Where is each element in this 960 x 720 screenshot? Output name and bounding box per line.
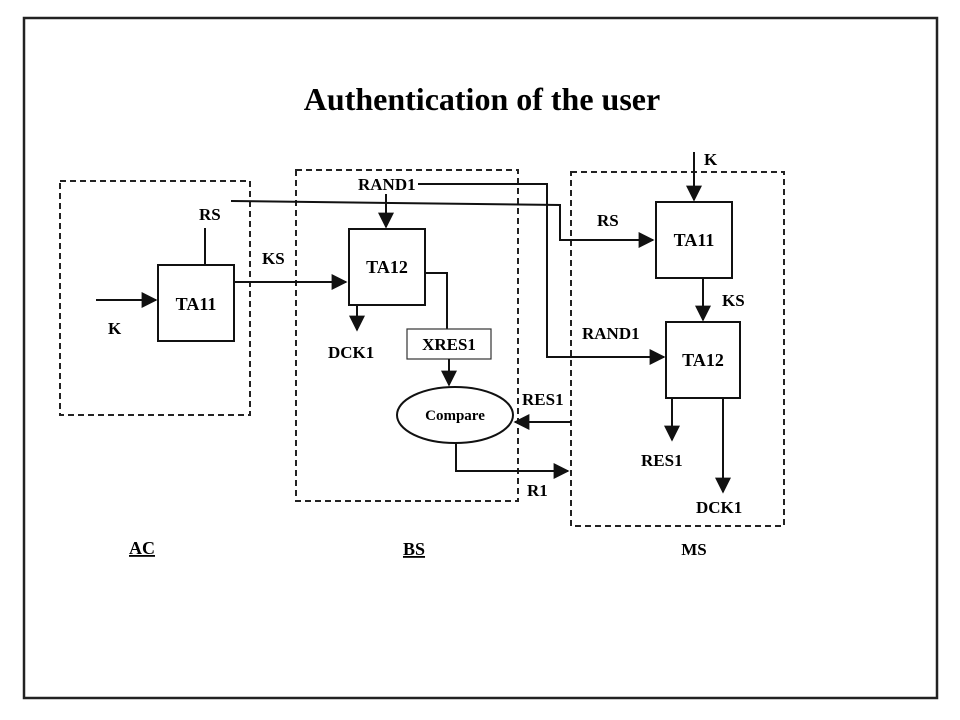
ms-ks-label: KS [722,291,745,310]
ta12-to-xres-line [425,272,448,329]
ms-rs-label: RS [597,211,619,230]
slide-frame [22,16,939,700]
r1-label: R1 [527,481,548,500]
r1-arrow [455,443,570,479]
ms-group-border [570,171,785,527]
bs-rand1-label: RAND1 [358,175,416,194]
bs-ta12-block [348,228,426,306]
section-ms-label: MS [681,540,707,559]
ms-ta12-label: TA12 [682,350,724,370]
ms-ta11-label: TA11 [674,230,715,250]
bs-ta12-label: TA12 [366,257,408,277]
rand1-line [418,183,666,365]
bs-res1-label: RES1 [522,390,564,409]
rs-line [230,200,655,248]
ac-k-label: K [108,319,122,338]
ac-ta11-label: TA11 [176,294,217,314]
xres1-label: XRES1 [422,335,476,354]
section-ac-label: AC [129,538,155,558]
ms-rand1-label: RAND1 [582,324,640,343]
bs-group-border [295,169,519,502]
compare-label: Compare [425,408,485,424]
ms-k-label: K [704,150,718,169]
ms-ta12-block [665,321,741,399]
ac-ta11-block [157,264,235,342]
ks-label: KS [262,249,285,268]
diagram-title: Authentication of the user [304,81,660,117]
ms-res1-label: RES1 [641,451,683,470]
bs-dck1-label: DCK1 [328,343,374,362]
ac-rs-label: RS [199,205,221,224]
ac-group-border [59,180,251,416]
section-bs-label: BS [403,539,425,559]
ms-ta11-block [655,201,733,279]
ms-dck1-label: DCK1 [696,498,742,517]
